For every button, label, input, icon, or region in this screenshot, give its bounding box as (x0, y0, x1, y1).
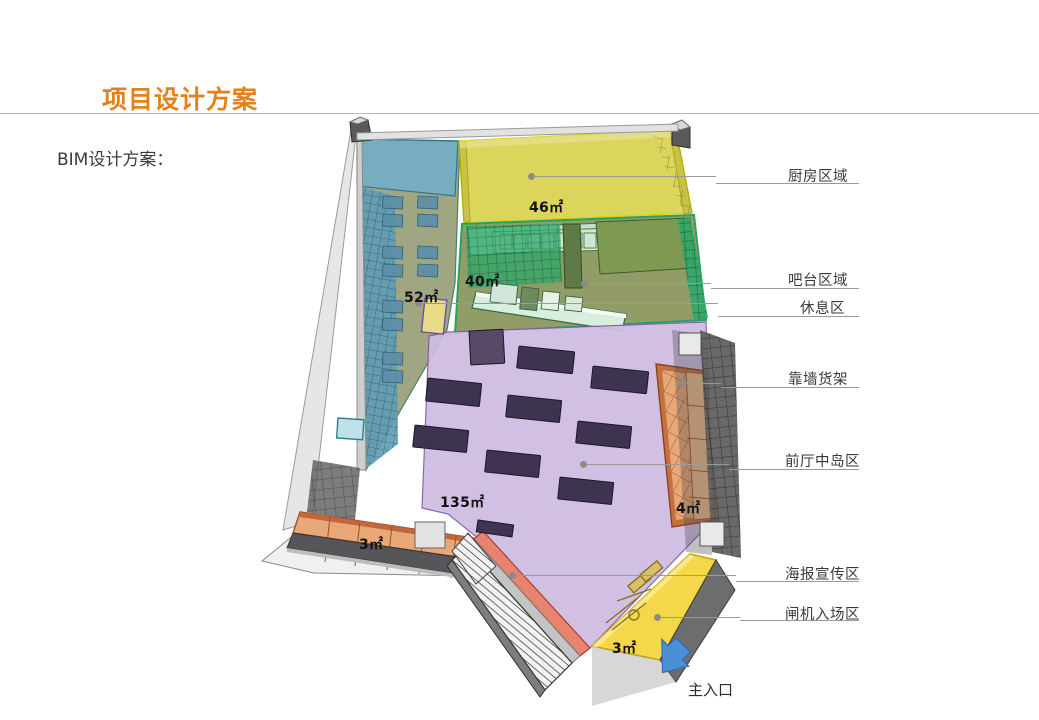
wall-shelf-inner-leader (686, 383, 721, 384)
area-value: 52 (404, 290, 425, 306)
area-value: 3 (359, 537, 370, 553)
subtitle-label: BIM设计方案： (57, 150, 174, 170)
leader-lounge (718, 316, 859, 317)
area-tag-kitchen: 46㎡ (529, 197, 563, 217)
area-unit: ㎡ (549, 200, 564, 216)
area-unit: ㎡ (369, 537, 384, 553)
page-title: 项目设计方案 (102, 85, 259, 114)
bar-leader-dot (581, 280, 588, 287)
callout-poster: 海报宣传区 (785, 567, 860, 583)
zone-seating-52 (335, 138, 461, 473)
main-entrance-label: 主入口 (688, 681, 734, 699)
zone-wall-shelf-4 (655, 330, 741, 558)
area-tag-bar: 40㎡ (465, 271, 499, 291)
leader-gate (740, 620, 859, 621)
wall-shelf-leader-dot (679, 380, 686, 387)
area-unit: ㎡ (686, 501, 701, 517)
zone-center-island-135 (412, 297, 714, 649)
bar-inner-leader (588, 283, 711, 284)
area-unit: ㎡ (424, 290, 439, 306)
kitchen-inner-leader (534, 176, 716, 177)
area-unit: ㎡ (470, 495, 485, 511)
area-value: 3 (612, 641, 623, 657)
leader-center-island (729, 469, 859, 470)
area-tag-gate: 3㎡ (612, 638, 636, 658)
area-tag-poster: 3㎡ (359, 534, 383, 554)
area-tag-center-island: 135㎡ (440, 492, 484, 512)
lounge-inner-leader (422, 303, 718, 304)
center-island-inner-leader (587, 464, 729, 465)
entrance-arrow-icon (661, 637, 691, 674)
callout-gate: 闸机入场区 (785, 607, 860, 623)
callout-lounge: 休息区 (800, 301, 845, 317)
escalator-structure (414, 519, 591, 698)
gate-inner-leader (661, 617, 740, 618)
area-unit: ㎡ (622, 641, 637, 657)
area-tag-seating: 52㎡ (404, 287, 438, 307)
area-tag-wall-shelf: 4㎡ (676, 498, 700, 518)
center-island-leader-dot (580, 461, 587, 468)
area-value: 135 (440, 495, 471, 511)
kitchen-leader-dot (528, 173, 535, 180)
title-divider (0, 113, 1039, 114)
poster-inner-leader (516, 575, 736, 576)
poster-leader-dot (509, 572, 516, 579)
callout-center-island: 前厅中岛区 (785, 454, 860, 470)
callout-wall-shelf: 靠墙货架 (788, 372, 848, 388)
leader-poster (736, 581, 859, 582)
leader-bar (711, 288, 859, 289)
area-value: 40 (465, 274, 486, 290)
structural-columns (348, 116, 692, 149)
leader-kitchen (716, 183, 859, 184)
callout-kitchen: 厨房区域 (788, 169, 848, 185)
lounge-leader-dot (415, 300, 422, 307)
area-unit: ㎡ (485, 274, 500, 290)
area-value: 4 (676, 501, 687, 517)
gate-leader-dot (654, 614, 661, 621)
callout-bar: 吧台区域 (788, 273, 848, 289)
leader-wall-shelf (721, 387, 859, 388)
area-value: 46 (529, 200, 550, 216)
